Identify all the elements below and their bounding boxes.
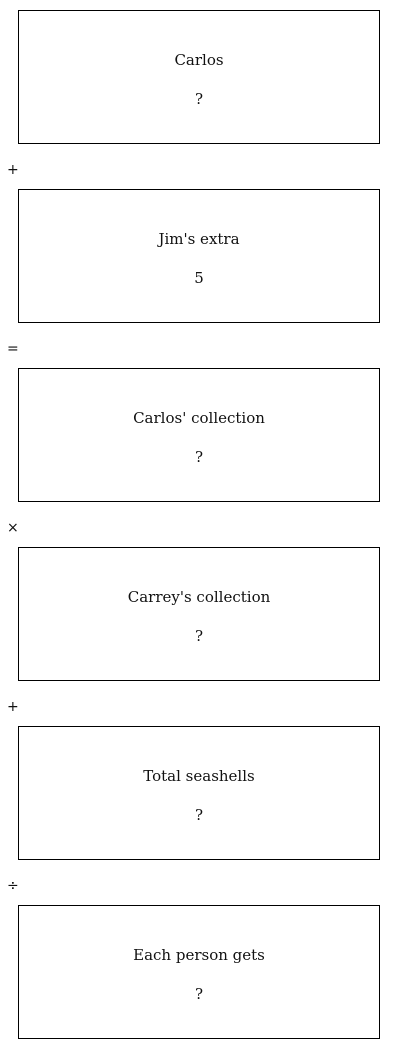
box-value: ?: [194, 985, 204, 1003]
box-label: Carlos' collection: [133, 409, 265, 427]
box-value: ?: [194, 806, 204, 824]
box-jims-extra: Jim's extra 5: [18, 189, 380, 323]
box-carlos-collection: Carlos' collection ?: [18, 368, 380, 502]
operator-plus: +: [7, 162, 19, 178]
box-value: 5: [194, 269, 204, 287]
operator-multiply: ×: [7, 520, 19, 536]
box-label: Carlos: [174, 51, 224, 69]
operator-plus: +: [7, 699, 19, 715]
box-each-person-gets: Each person gets ?: [18, 905, 380, 1039]
box-label: Each person gets: [133, 946, 265, 964]
box-value: ?: [194, 90, 204, 108]
box-label: Total seashells: [143, 767, 255, 785]
operator-equals: =: [7, 341, 19, 357]
box-carreys-collection: Carrey's collection ?: [18, 547, 380, 681]
box-total-seashells: Total seashells ?: [18, 726, 380, 860]
box-carlos: Carlos ?: [18, 10, 380, 144]
box-label: Carrey's collection: [127, 588, 271, 606]
operator-divide: ÷: [7, 878, 19, 894]
box-value: ?: [194, 627, 204, 645]
box-value: ?: [194, 448, 204, 466]
box-label: Jim's extra: [158, 230, 240, 248]
